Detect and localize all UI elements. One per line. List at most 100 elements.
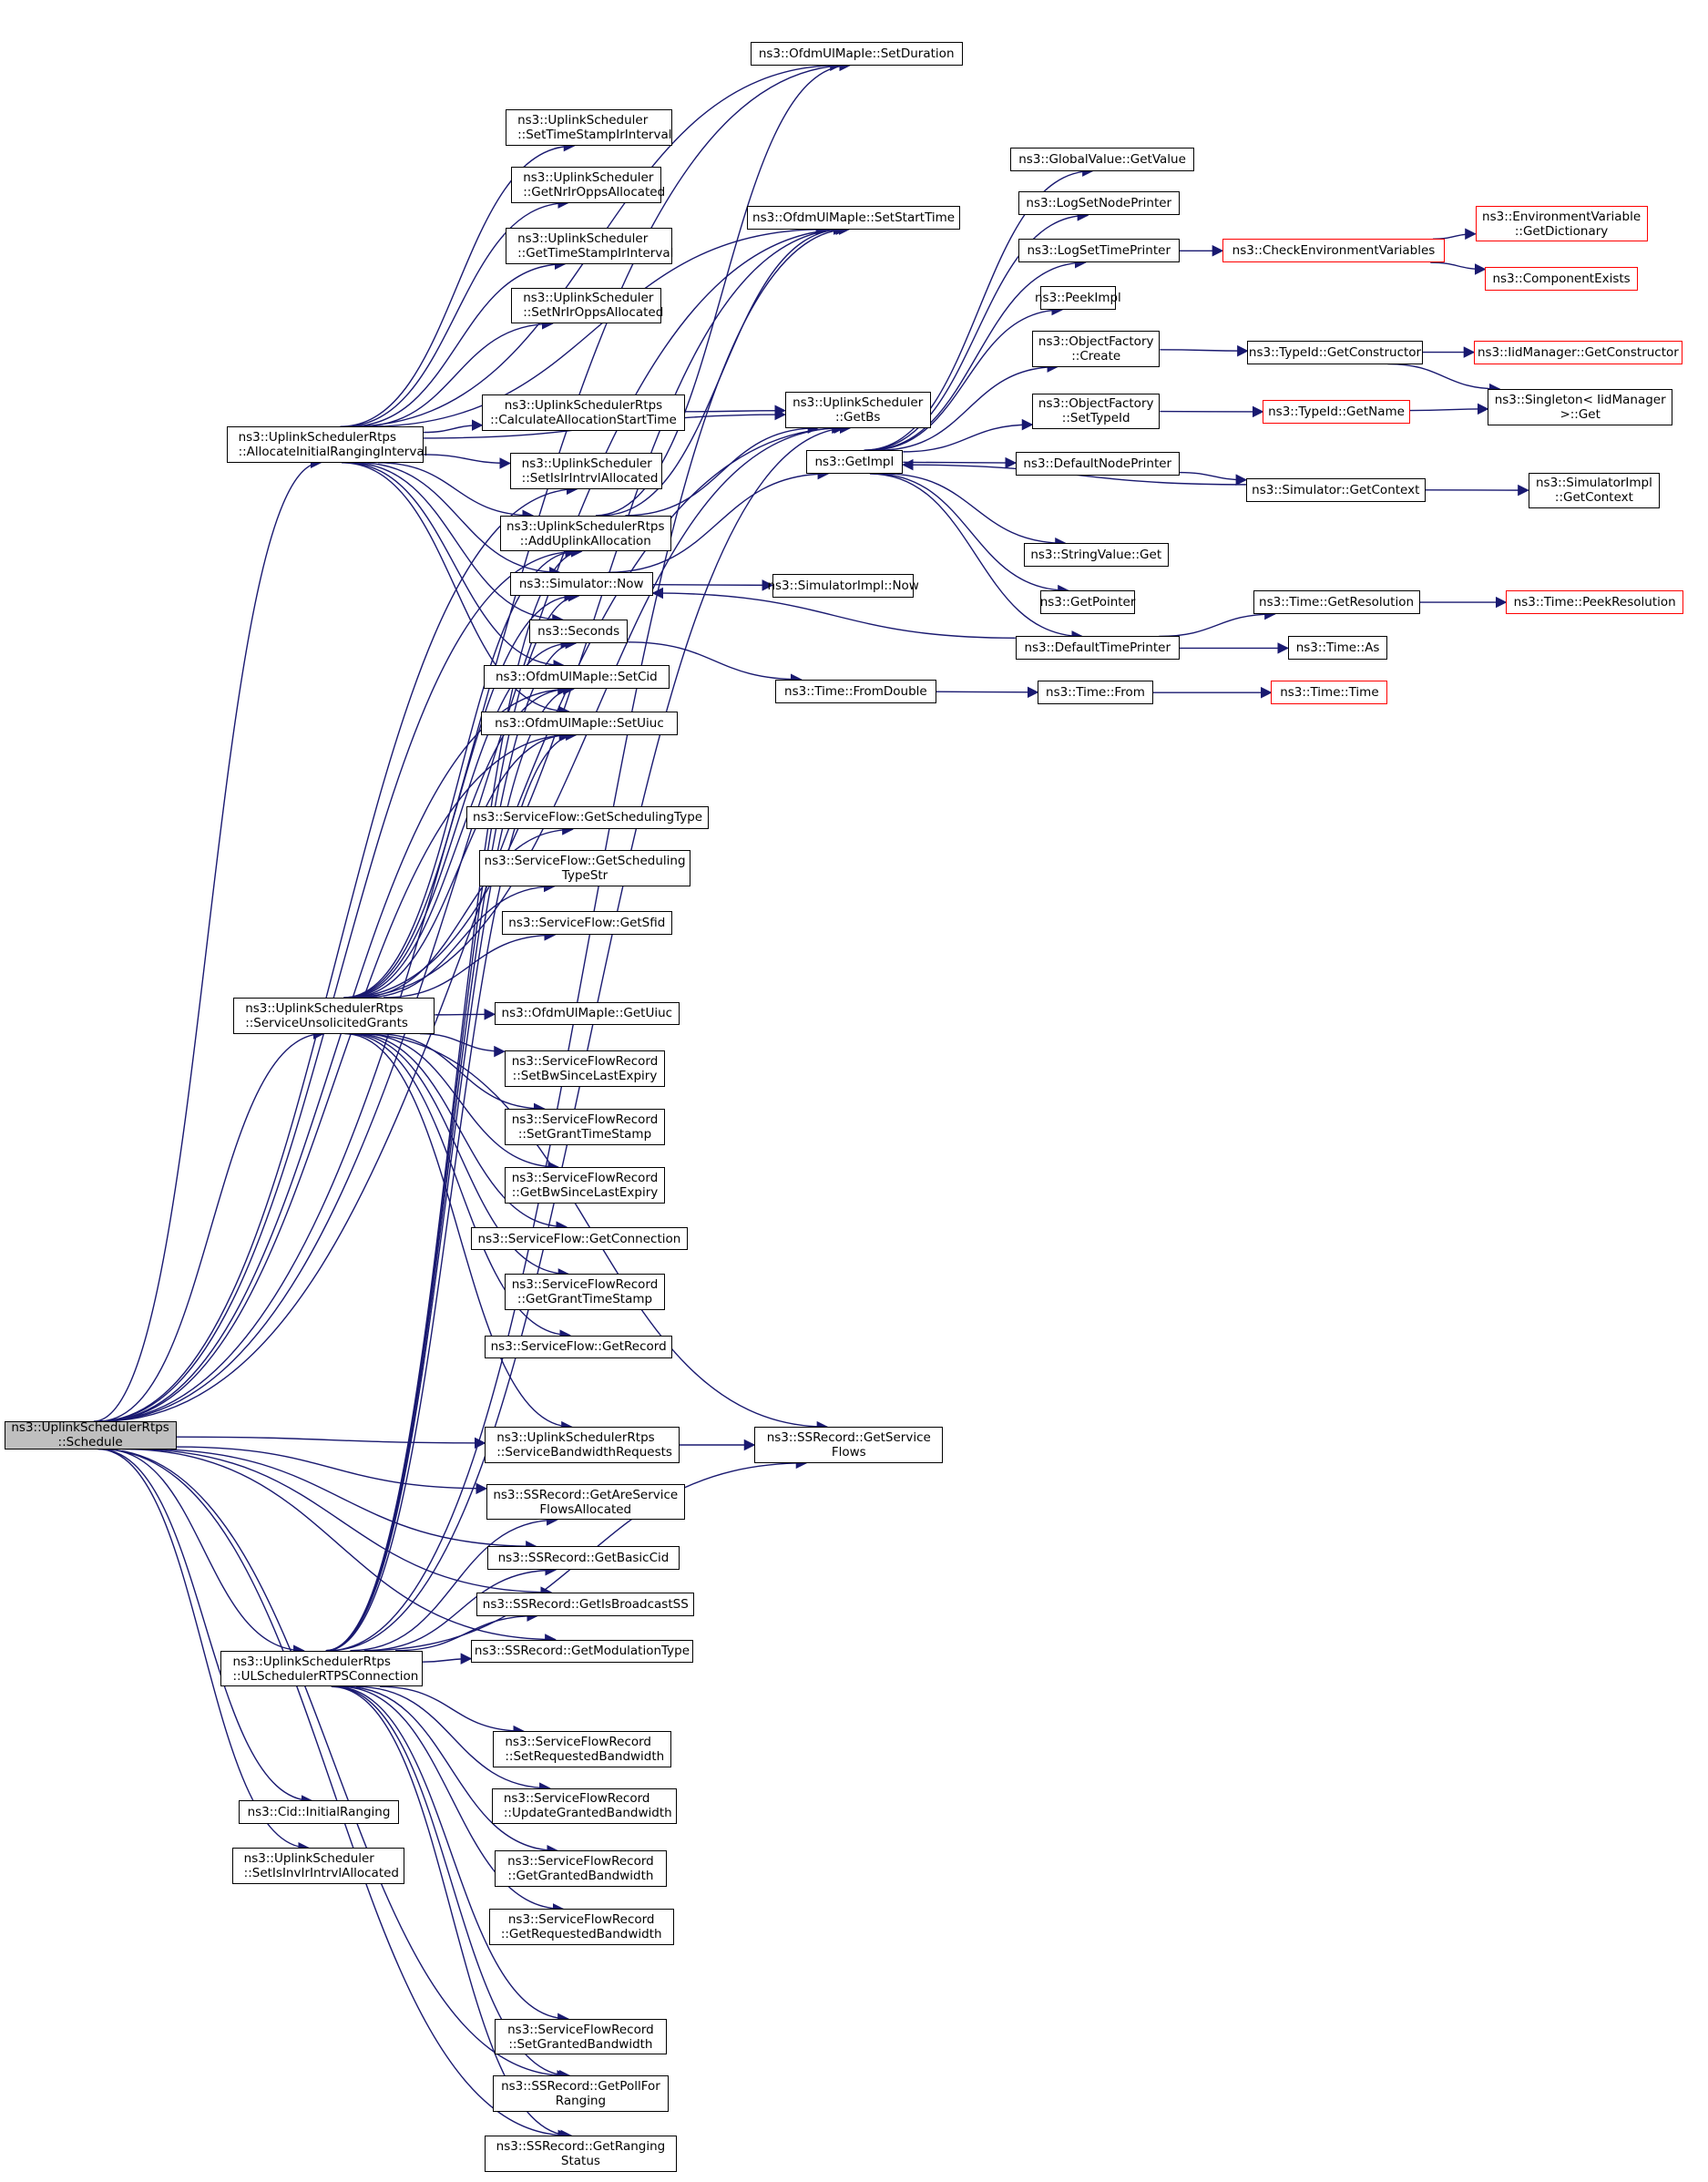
graph-node-time-time[interactable]: ns3::Time::Time bbox=[1271, 681, 1388, 705]
graph-node-get-impl[interactable]: ns3::GetImpl bbox=[805, 450, 904, 475]
edge-getImpl-to-strValGet bbox=[885, 473, 1067, 549]
graph-node-log-set-node[interactable]: ns3::LogSetNodePrinter bbox=[1018, 191, 1180, 216]
graph-node-tid-get-ctor[interactable]: ns3::TypeId::GetConstructor bbox=[1247, 340, 1423, 364]
edge-schedule-to-ssGetBasicCid bbox=[146, 1448, 537, 1552]
graph-node-ss-get-is-bcast[interactable]: ns3::SSRecord::GetIsBroadcastSS bbox=[476, 1592, 695, 1616]
graph-node-gv-get-value[interactable]: ns3::GlobalValue::GetValue bbox=[1009, 147, 1195, 171]
graph-node-svc-bw-req[interactable]: ns3::UplinkSchedulerRtps ::ServiceBandwi… bbox=[485, 1427, 680, 1463]
graph-node-def-node-printer[interactable]: ns3::DefaultNodePrinter bbox=[1015, 451, 1180, 476]
edge-getImpl-to-ofSetTypeId bbox=[903, 418, 1034, 453]
graph-node-of-set-type-id[interactable]: ns3::ObjectFactory ::SetTypeId bbox=[1032, 393, 1161, 430]
graph-node-get-bs[interactable]: ns3::UplinkScheduler ::GetBs bbox=[784, 392, 931, 428]
graph-node-set-duration[interactable]: ns3::OfdmUlMapIe::SetDuration bbox=[750, 41, 963, 66]
edge-svcUnsolGrants-to-sfGetSfid bbox=[384, 929, 557, 999]
edge-schedule-to-ssGetAreSvc bbox=[176, 1446, 488, 1495]
graph-node-sfr-get-bw-since[interactable]: ns3::ServiceFlowRecord ::GetBwSinceLastE… bbox=[504, 1167, 666, 1204]
edge-allocIRI-to-setIsIrIntrvl bbox=[424, 454, 511, 469]
graph-node-get-uiuc[interactable]: ns3::OfdmUlMapIe::GetUiuc bbox=[494, 1001, 680, 1026]
graph-node-sim-impl-now[interactable]: ns3::SimulatorImpl::Now bbox=[767, 573, 919, 598]
graph-node-sfr-get-req-bw[interactable]: ns3::ServiceFlowRecord ::GetRequestedBan… bbox=[488, 1909, 674, 1945]
edge-tidGetName-to-singletonGet bbox=[1409, 403, 1489, 415]
graph-node-sf-get-record[interactable]: ns3::ServiceFlow::GetRecord bbox=[485, 1335, 673, 1359]
graph-node-ss-get-svc-flows[interactable]: ns3::SSRecord::GetService Flows bbox=[754, 1427, 944, 1463]
edge-schedule-to-ulSchedRtps bbox=[104, 1448, 305, 1656]
graph-node-sfr-set-grant-ts[interactable]: ns3::ServiceFlowRecord ::SetGrantTimeSta… bbox=[504, 1108, 666, 1145]
edge-simNow-to-simImplNow bbox=[652, 579, 774, 591]
graph-node-get-ts-ir-int[interactable]: ns3::UplinkScheduler ::GetTimeStampIrInt… bbox=[506, 228, 673, 264]
graph-node-set-is-ir-intrvl[interactable]: ns3::UplinkScheduler ::SetIsIrIntrvlAllo… bbox=[509, 453, 663, 489]
edge-schedule-to-setDuration bbox=[97, 59, 852, 1422]
edge-ulSchedRtps-to-getBs bbox=[329, 422, 852, 1652]
graph-node-set-uiuc[interactable]: ns3::OfdmUlMapIe::SetUiuc bbox=[480, 711, 679, 735]
graph-node-time-as[interactable]: ns3::Time::As bbox=[1287, 636, 1388, 661]
graph-node-sfr-upd-gr-bw[interactable]: ns3::ServiceFlowRecord ::UpdateGrantedBa… bbox=[491, 1788, 677, 1825]
edge-calcAllocStart-to-getBs bbox=[684, 405, 786, 416]
graph-node-comp-exists[interactable]: ns3::ComponentExists bbox=[1485, 266, 1638, 291]
graph-node-get-pointer[interactable]: ns3::GetPointer bbox=[1040, 590, 1135, 615]
edge-svcUnsolGrants-to-simNow bbox=[344, 589, 577, 999]
edge-ulSchedRtps-to-sfrGetGrBw bbox=[344, 1685, 559, 1857]
graph-node-sfr-get-grant-ts[interactable]: ns3::ServiceFlowRecord ::GetGrantTimeSta… bbox=[504, 1274, 666, 1311]
graph-node-tid-get-name[interactable]: ns3::TypeId::GetName bbox=[1263, 400, 1410, 425]
graph-node-sf-get-sched-type-str[interactable]: ns3::ServiceFlow::GetScheduling TypeStr bbox=[479, 850, 690, 886]
graph-node-sfr-set-bw-since[interactable]: ns3::ServiceFlowRecord ::SetBwSinceLastE… bbox=[504, 1050, 666, 1087]
edge-svcUnsolGrants-to-sfGetSchedTypeStr bbox=[364, 880, 556, 999]
edge-schedule-to-getBs bbox=[100, 422, 846, 1422]
graph-node-calc-alloc-start[interactable]: ns3::UplinkSchedulerRtps ::CalculateAllo… bbox=[482, 394, 685, 431]
graph-node-ss-get-basic-cid[interactable]: ns3::SSRecord::GetBasicCid bbox=[487, 1546, 680, 1571]
graph-node-sf-get-conn[interactable]: ns3::ServiceFlow::GetConnection bbox=[470, 1226, 688, 1251]
graph-node-sim-get-ctx[interactable]: ns3::Simulator::GetContext bbox=[1245, 477, 1426, 502]
edge-svcUnsolGrants-to-sfrSetBwSince bbox=[419, 1032, 506, 1058]
edge-schedule-to-setIsInvIr bbox=[97, 1448, 310, 1854]
graph-node-ss-get-poll-rang[interactable]: ns3::SSRecord::GetPollFor Ranging bbox=[493, 2075, 669, 2112]
graph-node-time-from[interactable]: ns3::Time::From bbox=[1038, 681, 1153, 705]
graph-node-set-start-time[interactable]: ns3::OfdmUlMapIe::SetStartTime bbox=[747, 205, 960, 230]
graph-node-time-from-double[interactable]: ns3::Time::FromDouble bbox=[774, 679, 936, 703]
graph-node-time-peek-res[interactable]: ns3::Time::PeekResolution bbox=[1506, 590, 1684, 615]
graph-node-env-get-dict[interactable]: ns3::EnvironmentVariable ::GetDictionary bbox=[1475, 205, 1648, 242]
graph-node-set-nr-ir-opps[interactable]: ns3::UplinkScheduler ::SetNrIrOppsAlloca… bbox=[511, 287, 663, 324]
graph-node-of-create[interactable]: ns3::ObjectFactory ::Create bbox=[1032, 330, 1161, 367]
edge-svcUnsolGrants-to-getUiuc bbox=[435, 1009, 496, 1020]
graph-node-def-time-printer[interactable]: ns3::DefaultTimePrinter bbox=[1015, 636, 1180, 661]
edge-checkEnv-to-compExists bbox=[1430, 261, 1487, 275]
graph-node-sfr-set-req-bw[interactable]: ns3::ServiceFlowRecord ::SetRequestedBan… bbox=[493, 1731, 671, 1767]
graph-node-time-get-res[interactable]: ns3::Time::GetResolution bbox=[1253, 590, 1420, 615]
graph-node-check-env[interactable]: ns3::CheckEnvironmentVariables bbox=[1222, 239, 1445, 263]
graph-node-iid-get-ctor[interactable]: ns3::IidManager::GetConstructor bbox=[1474, 340, 1682, 364]
graph-node-add-ul-alloc[interactable]: ns3::UplinkSchedulerRtps ::AddUplinkAllo… bbox=[500, 515, 671, 552]
graph-node-svc-unsol-grants[interactable]: ns3::UplinkSchedulerRtps ::ServiceUnsoli… bbox=[233, 997, 435, 1034]
graph-node-set-ts-ir-int[interactable]: ns3::UplinkScheduler ::SetTimeStampIrInt… bbox=[506, 109, 673, 147]
graph-node-cid-init-rang[interactable]: ns3::Cid::InitialRanging bbox=[239, 1800, 399, 1825]
edge-tidGetCtor-to-singletonGet bbox=[1387, 363, 1501, 395]
edge-svcUnsolGrants-to-setCid bbox=[346, 683, 569, 999]
graph-node-ss-get-mod-type[interactable]: ns3::SSRecord::GetModulationType bbox=[470, 1639, 693, 1664]
graph-node-set-is-inv-ir[interactable]: ns3::UplinkScheduler ::SetIsInvIrIntrvlA… bbox=[231, 1848, 404, 1884]
edge-defNodePrinter-to-simGetCtx bbox=[1179, 471, 1248, 486]
graph-node-sim-impl-get-ctx[interactable]: ns3::SimulatorImpl ::GetContext bbox=[1528, 472, 1661, 509]
graph-node-ul-sched-rtps[interactable]: ns3::UplinkSchedulerRtps ::ULSchedulerRT… bbox=[220, 1650, 423, 1687]
graph-node-sfr-get-gr-bw[interactable]: ns3::ServiceFlowRecord ::GetGrantedBandw… bbox=[494, 1850, 667, 1887]
edge-schedule-to-svcUnsolGrants bbox=[97, 1028, 325, 1422]
graph-node-peek-impl[interactable]: ns3::PeekImpl bbox=[1035, 286, 1121, 311]
graph-node-sf-get-sfid[interactable]: ns3::ServiceFlow::GetSfid bbox=[501, 911, 673, 936]
graph-node-log-set-time[interactable]: ns3::LogSetTimePrinter bbox=[1018, 239, 1180, 263]
edge-schedule-to-svcBwReq bbox=[176, 1436, 486, 1450]
graph-node-seconds[interactable]: ns3::Seconds bbox=[529, 620, 629, 644]
graph-node-singleton-get[interactable]: ns3::Singleton< IidManager >::Get bbox=[1488, 389, 1673, 425]
graph-node-str-val-get[interactable]: ns3::StringValue::Get bbox=[1023, 543, 1169, 568]
graph-node-sfr-set-gr-bw[interactable]: ns3::ServiceFlowRecord ::SetGrantedBandw… bbox=[494, 2018, 667, 2055]
edge-getImpl-to-defNodePrinter bbox=[903, 456, 1018, 469]
graph-node-ss-get-are-svc[interactable]: ns3::SSRecord::GetAreService FlowsAlloca… bbox=[486, 1483, 685, 1521]
graph-node-get-nr-ir-opps[interactable]: ns3::UplinkScheduler ::GetNrIrOppsAlloca… bbox=[511, 167, 665, 203]
graph-node-ss-get-rang-stat[interactable]: ns3::SSRecord::GetRanging Status bbox=[485, 2135, 677, 2172]
graph-node-alloc-i-r-i[interactable]: ns3::UplinkSchedulerRtps ::AllocateIniti… bbox=[226, 426, 427, 463]
graph-node-set-cid[interactable]: ns3::OfdmUlMapIe::SetCid bbox=[483, 665, 670, 690]
edge-schedule-to-setCid bbox=[98, 683, 570, 1422]
edge-schedule-to-ssGetIsBcast bbox=[130, 1448, 553, 1598]
edge-ulSchedRtps-to-ssGetModType bbox=[422, 1653, 473, 1665]
graph-node-sim-now[interactable]: ns3::Simulator::Now bbox=[509, 572, 653, 597]
edge-schedule-to-setUiuc bbox=[99, 729, 573, 1422]
graph-node-sf-get-sched-type[interactable]: ns3::ServiceFlow::GetSchedulingType bbox=[466, 805, 709, 830]
